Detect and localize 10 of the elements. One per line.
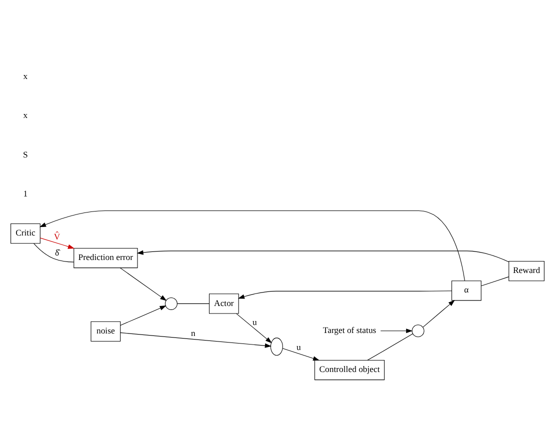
label: x xyxy=(23,70,28,81)
edge-label: δ̂ xyxy=(54,247,60,258)
label: 1 xyxy=(23,188,28,198)
edge-label: n xyxy=(191,328,196,338)
edge-label: V̂ xyxy=(54,230,60,241)
edge-label: u xyxy=(296,341,301,352)
label: x xyxy=(23,110,28,120)
edge-label: u xyxy=(252,316,257,326)
label: S xyxy=(23,148,28,159)
node-text: Target of status xyxy=(322,324,376,334)
